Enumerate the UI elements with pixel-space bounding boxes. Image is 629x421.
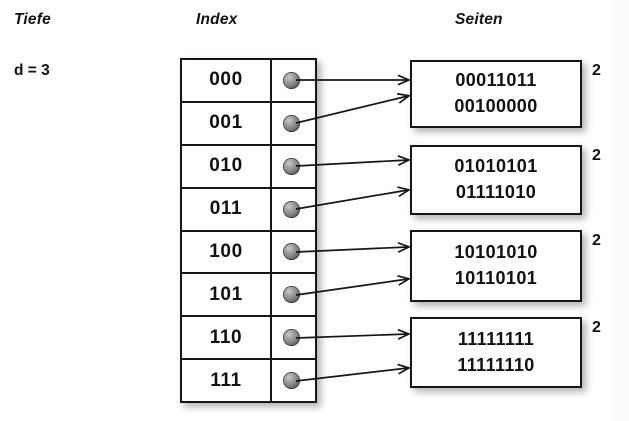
bullet-icon [283, 200, 300, 218]
table-row[interactable]: 100 [182, 231, 315, 275]
page-box[interactable]: 10101010 10110101 [410, 230, 582, 302]
page-record: 00100000 [454, 96, 538, 116]
index-pointer-cell[interactable] [272, 360, 315, 401]
bullet-icon [283, 114, 300, 132]
index-key: 001 [182, 102, 272, 144]
index-key: 010 [182, 145, 272, 187]
column-heading-index: Index [196, 11, 238, 28]
table-row[interactable]: 111 [182, 360, 315, 401]
index-pointer-cell[interactable] [272, 317, 315, 358]
page-record: 01010101 [454, 156, 538, 177]
index-pointer-cell[interactable] [272, 60, 315, 101]
page-box[interactable]: 00011011 00100000 [410, 60, 582, 128]
column-heading-pages: Seiten [455, 11, 503, 28]
index-key: 110 [182, 317, 272, 359]
right-edge-band [612, 0, 629, 421]
page-box[interactable]: 11111111 11111110 [410, 317, 582, 388]
page-record: 10110101 [454, 268, 538, 288]
column-heading-depth: Tiefe [14, 11, 51, 28]
index-pointer-cell[interactable] [272, 274, 315, 315]
index-key: 101 [182, 274, 272, 316]
page-local-depth: 2 [592, 147, 601, 164]
table-row[interactable]: 011 [182, 188, 315, 232]
page-record: 11111110 [457, 354, 535, 375]
page-record: 11111111 [457, 328, 535, 349]
table-row[interactable]: 101 [182, 274, 315, 318]
index-table: 000 001 010 011 100 [180, 58, 317, 403]
index-pointer-cell[interactable] [272, 146, 315, 187]
table-row[interactable]: 001 [182, 102, 315, 146]
page-record: 10101010 [454, 242, 538, 263]
index-key: 000 [182, 60, 272, 101]
table-row[interactable]: 010 [182, 145, 315, 189]
index-pointer-cell[interactable] [272, 189, 315, 230]
bullet-icon [283, 329, 300, 347]
page-record: 00011011 [455, 70, 537, 91]
page-local-depth: 2 [592, 62, 601, 79]
page-local-depth: 2 [592, 232, 601, 249]
depth-value-label: d = 3 [14, 62, 50, 79]
page-box[interactable]: 01010101 01111010 [410, 145, 582, 215]
bullet-icon [283, 157, 300, 175]
bullet-icon [283, 71, 300, 89]
index-pointer-cell[interactable] [272, 103, 315, 144]
bullet-icon [283, 372, 300, 390]
index-pointer-cell[interactable] [272, 232, 315, 273]
page-local-depth: 2 [592, 319, 601, 336]
page-record: 01111010 [455, 182, 537, 202]
table-row[interactable]: 110 [182, 317, 315, 361]
index-key: 011 [182, 188, 272, 230]
bullet-icon [283, 286, 300, 304]
bullet-icon [283, 243, 300, 261]
table-row[interactable]: 000 [182, 60, 315, 103]
index-key: 111 [182, 360, 272, 401]
index-key: 100 [182, 231, 272, 273]
